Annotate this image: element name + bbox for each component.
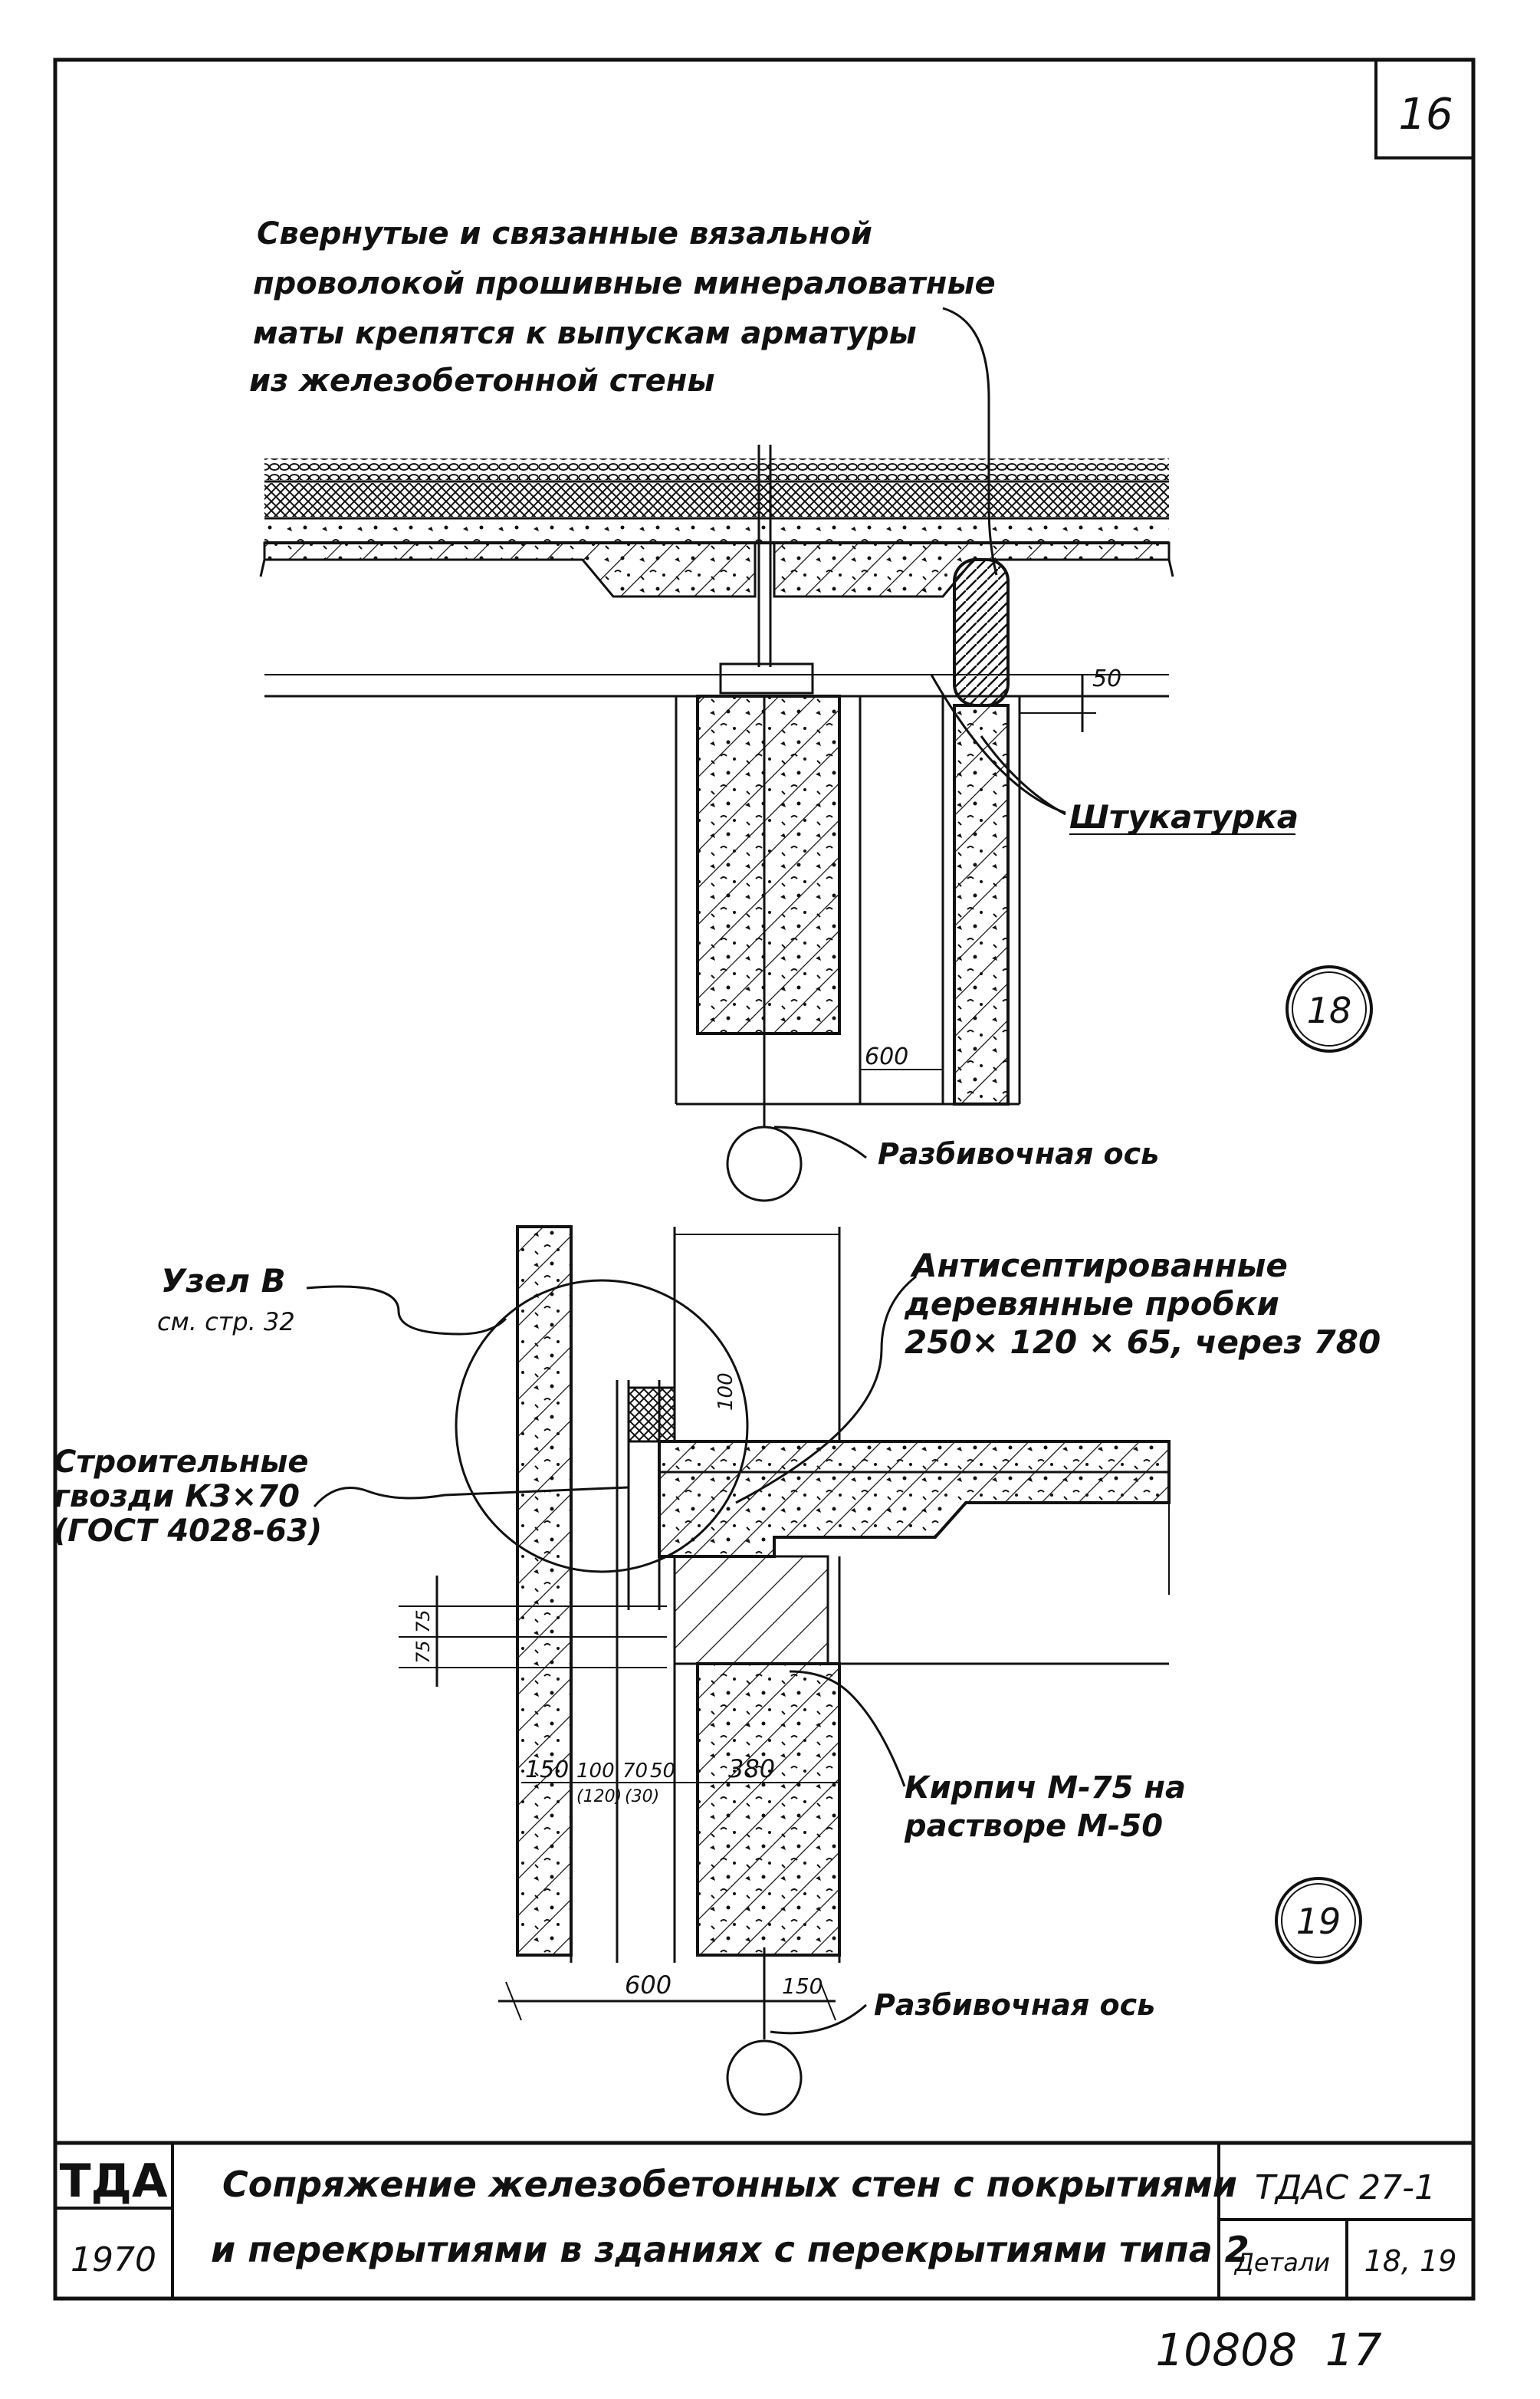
title-line-2: и перекрытиями в зданиях с перекрытиями … bbox=[211, 2229, 1249, 2270]
series-code: ТДАС 27-1 bbox=[1255, 2168, 1436, 2207]
dim-75b: 75 bbox=[412, 1640, 434, 1664]
nails-line-1: Строительные bbox=[54, 1444, 309, 1480]
dim-600-19: 600 bbox=[625, 1970, 671, 2000]
nails-line-3: (ГОСТ 4028-63) bbox=[54, 1513, 322, 1549]
page-number: 16 bbox=[1398, 90, 1453, 140]
dim-600: 600 bbox=[865, 1043, 908, 1070]
bearing-pad bbox=[719, 662, 814, 695]
axis-bubble bbox=[726, 1126, 803, 1202]
note-line-3: маты крепятся к выпускам арматуры bbox=[253, 316, 917, 351]
axis-bubble-19 bbox=[726, 2039, 803, 2116]
plaster-label: Штукатурка bbox=[1069, 798, 1299, 836]
bottom-numbers: 10808 17 bbox=[1155, 2324, 1381, 2376]
brick-line-1: Кирпич М-75 на bbox=[905, 1770, 1186, 1806]
plugs-line-2: деревянные пробки bbox=[904, 1285, 1279, 1323]
gravel-layer bbox=[264, 458, 1169, 480]
axis-label-18: Разбивочная ось bbox=[878, 1137, 1159, 1171]
insulation-layer bbox=[264, 483, 1169, 517]
outer-frame bbox=[53, 58, 1476, 2301]
nails-line-2: гвозди К3×70 bbox=[54, 1479, 300, 1514]
title-block: ТДА 1970 Сопряжение железобетонных стен … bbox=[55, 2141, 1473, 2299]
note-line-1: Свернутые и связанные вязальной bbox=[257, 216, 872, 251]
insulation-mat bbox=[953, 558, 1010, 707]
dim-120: (120) bbox=[576, 1787, 622, 1806]
dim-380: 380 bbox=[728, 1754, 775, 1783]
dim-150-19: 150 bbox=[782, 1973, 823, 1999]
title-line-1: Сопряжение железобетонных стен с покрыти… bbox=[222, 2164, 1237, 2205]
node-label: Узел В bbox=[161, 1262, 286, 1300]
details-numbers: 18, 19 bbox=[1364, 2244, 1457, 2278]
beam bbox=[673, 1555, 829, 1665]
dim-75a: 75 bbox=[412, 1609, 434, 1633]
note-line-2: проволокой прошивные минераловатные bbox=[253, 266, 996, 301]
dim-30: (30) bbox=[625, 1787, 659, 1806]
dim-50: 50 bbox=[650, 1760, 675, 1783]
note-line-4: из железобетонной стены bbox=[249, 363, 715, 399]
year: 1970 bbox=[71, 2240, 156, 2279]
detail-19: Узел В см. стр. 32 100 Антисептированные… bbox=[54, 1225, 1381, 2116]
node-b-circle bbox=[455, 1279, 749, 1573]
marker-18: 18 bbox=[1307, 990, 1352, 1031]
screed-layer bbox=[264, 520, 1169, 543]
marker-19: 19 bbox=[1296, 1901, 1341, 1942]
node-ref: см. стр. 32 bbox=[157, 1307, 295, 1336]
dim-100-vertical: 100 bbox=[714, 1372, 737, 1411]
detail-18: Свернутые и связанные вязальной проволок… bbox=[249, 216, 1373, 1202]
plugs-line-3: 250× 120 × 65, через 780 bbox=[905, 1323, 1381, 1361]
page-number-box bbox=[1374, 58, 1475, 159]
dim-50: 50 bbox=[1092, 665, 1121, 692]
dim-100: 100 bbox=[576, 1760, 615, 1783]
dim-150: 150 bbox=[525, 1757, 569, 1783]
org-stamp: ТДА bbox=[60, 2154, 168, 2208]
plugs-line-1: Антисептированные bbox=[910, 1247, 1288, 1284]
details-label: Детали bbox=[1233, 2248, 1330, 2277]
axis-label-19: Разбивочная ось bbox=[874, 1988, 1155, 2022]
brick-line-2: растворе М-50 bbox=[904, 1809, 1163, 1844]
dim-70: 70 bbox=[622, 1760, 648, 1783]
wood-plug bbox=[627, 1386, 676, 1443]
